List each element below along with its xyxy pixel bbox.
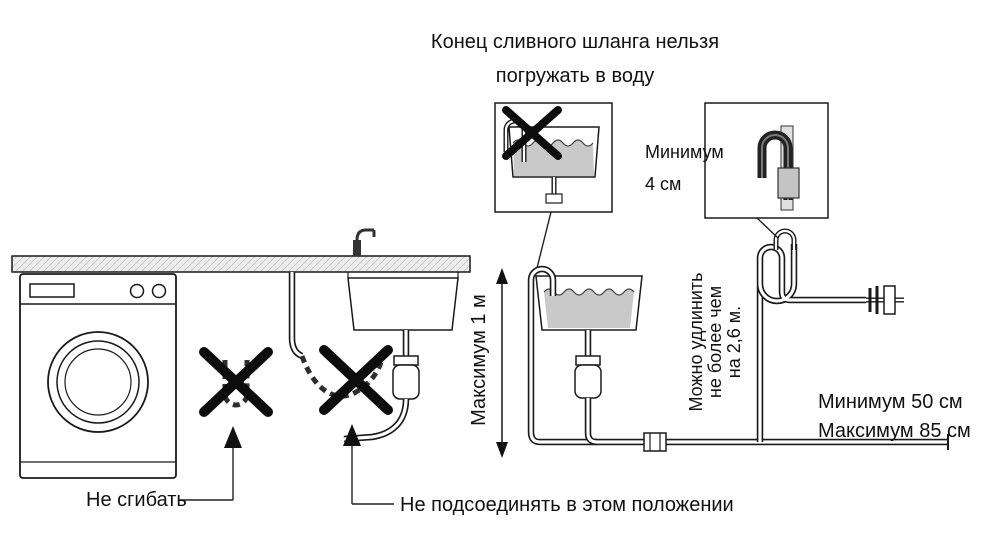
label-extend-line1: Можно удлинить bbox=[686, 272, 706, 411]
label-top-warning-line1: Конец сливного шланга нельзя bbox=[431, 31, 719, 53]
label-standpipe-min: Минимум 50 см bbox=[818, 391, 963, 413]
drain-hose bbox=[288, 272, 304, 360]
countertop bbox=[11, 228, 471, 278]
label-extend-line3: на 2,6 м. bbox=[724, 306, 744, 378]
inset-submerged-hose bbox=[494, 102, 613, 213]
faucet-icon bbox=[353, 228, 376, 256]
pipe-coupler bbox=[643, 432, 667, 452]
drain-pipe-run bbox=[545, 398, 949, 452]
machine-knob bbox=[129, 283, 145, 299]
arrow-bend bbox=[178, 426, 242, 501]
x-mark-connection bbox=[319, 345, 393, 415]
bottle-trap-right bbox=[574, 355, 602, 399]
x-mark-submerged bbox=[502, 106, 562, 160]
label-no-connect: Не подсоединять в этом положении bbox=[400, 494, 734, 516]
label-min4-line2: 4 см bbox=[645, 174, 681, 194]
hose-clamp bbox=[777, 167, 800, 199]
bottle-trap-left bbox=[392, 355, 420, 400]
s-trap bbox=[756, 228, 866, 305]
machine-knob bbox=[151, 283, 167, 299]
inset-hook-detail bbox=[704, 102, 829, 219]
arrow-connection bbox=[343, 424, 394, 505]
dimension-arrow-max1m bbox=[496, 268, 508, 458]
machine-display bbox=[29, 283, 75, 298]
label-extend-line2: не более чем bbox=[705, 286, 725, 398]
label-max-1m: Максимум 1 м bbox=[468, 294, 490, 426]
sink-right bbox=[535, 275, 643, 399]
callout-line-1 bbox=[536, 211, 552, 269]
machine-door bbox=[47, 331, 149, 433]
x-mark-bend bbox=[199, 347, 273, 417]
washing-machine bbox=[19, 273, 177, 479]
wall-flange bbox=[866, 285, 904, 315]
water-fill bbox=[544, 289, 634, 328]
callout-line-2 bbox=[756, 217, 779, 239]
hose-hook-sink bbox=[527, 265, 557, 446]
water-fill bbox=[513, 140, 594, 176]
label-standpipe-max: Максимум 85 см bbox=[818, 420, 971, 442]
sink-left bbox=[343, 277, 459, 443]
label-min4-line1: Минимум bbox=[645, 142, 724, 162]
label-no-bend: Не сгибать bbox=[86, 489, 187, 511]
hose-wrong-connection-dashed bbox=[299, 355, 384, 399]
label-top-warning-line2: погружать в воду bbox=[496, 65, 655, 87]
